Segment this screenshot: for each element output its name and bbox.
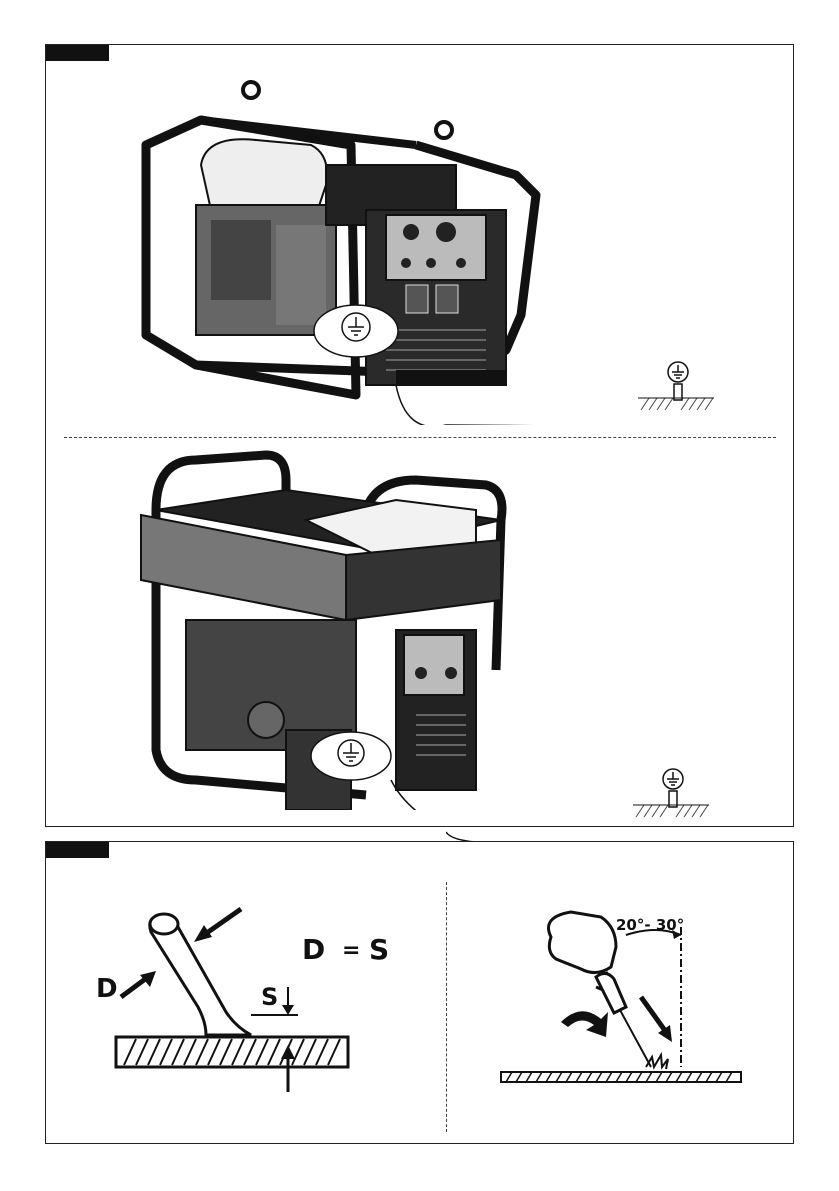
formula-left: D: [302, 933, 325, 966]
generator-open-frame-illustration: [126, 75, 646, 425]
figure-number-tab-2: [46, 842, 109, 858]
angle-label: 20°- 30°: [616, 916, 684, 934]
figure-number-tab: [46, 45, 109, 61]
ground-stake-icon-2: [631, 767, 711, 822]
section-divider: [64, 437, 776, 438]
formula-right: S: [369, 933, 389, 966]
electrode-thickness-diagram: D S D = S: [76, 897, 406, 1097]
section-divider-vertical: [446, 882, 447, 1132]
label-s: S: [261, 983, 278, 1011]
formula-equals: =: [342, 938, 360, 963]
figure-panel-welding: D S D = S 20°- 30°: [45, 841, 794, 1144]
electrode-angle-diagram: 20°- 30°: [496, 897, 746, 1097]
generator-enclosed-frame-illustration: [136, 450, 616, 810]
figure-panel-grounding: [45, 44, 794, 827]
ground-stake-icon: [636, 360, 716, 415]
label-d: D: [96, 974, 118, 1004]
